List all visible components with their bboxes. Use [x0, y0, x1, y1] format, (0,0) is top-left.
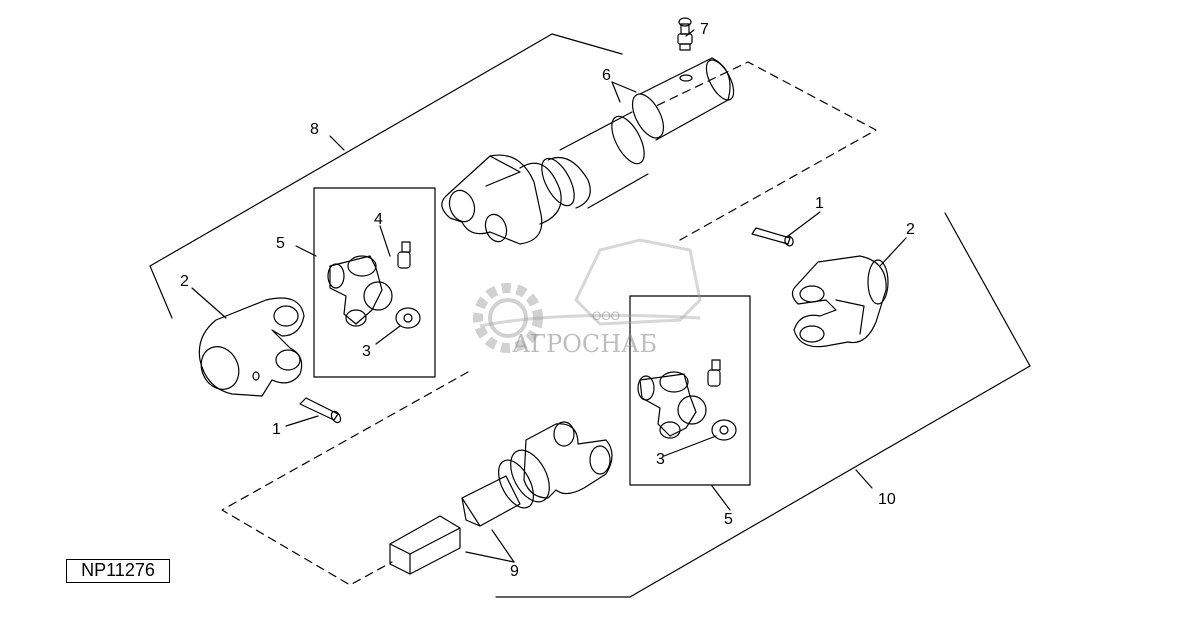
- square-shaft-9: [389, 515, 461, 575]
- callout-10: 10: [878, 491, 896, 508]
- callout-9: 9: [510, 563, 519, 580]
- yoke-2-right: [791, 255, 889, 348]
- spring-pin-1-right: [751, 227, 794, 247]
- callout-7: 7: [700, 21, 709, 38]
- callout-5-left: 5: [276, 235, 285, 252]
- callout-4: 4: [374, 211, 383, 228]
- inner-tube-6: [559, 57, 735, 209]
- grease-fitting-7: [677, 17, 693, 51]
- callout-8: 8: [310, 121, 319, 138]
- leader-lines: [191, 29, 907, 563]
- agrosnab-watermark: ООО АГРОСНАБ: [473, 238, 702, 358]
- yoke-2-left: [198, 297, 305, 397]
- callout-2-left: 2: [180, 273, 189, 290]
- cross-kit-box-left: [313, 187, 436, 378]
- callout-1-left: 1: [272, 421, 281, 438]
- callout-numbers: 7 6 8 2 5 4 3 1 1 2 3 10 5 9: [180, 21, 915, 580]
- callout-2-right: 2: [906, 221, 915, 238]
- callout-3-right: 3: [656, 451, 665, 468]
- callout-6: 6: [602, 67, 611, 84]
- callout-5-right: 5: [724, 511, 733, 528]
- assembly-8-dashed-boundary: [655, 61, 877, 241]
- upper-yoke-tube-end: [441, 154, 591, 245]
- figure-code-label: NP11276: [66, 559, 170, 583]
- callout-3-left: 3: [362, 343, 371, 360]
- watermark-brand: АГРОСНАБ: [512, 330, 657, 358]
- assembly-10-dashed-boundary: [221, 371, 469, 586]
- lower-yoke-shaft: [461, 421, 613, 527]
- watermark-prefix: ООО: [592, 309, 620, 323]
- cross-kit-box-right: [629, 295, 751, 486]
- callout-1-right: 1: [815, 195, 824, 212]
- assembly-8-bracket: [149, 33, 623, 319]
- assembly-10-bracket: [495, 212, 1031, 598]
- spring-pin-1-left: [299, 397, 342, 424]
